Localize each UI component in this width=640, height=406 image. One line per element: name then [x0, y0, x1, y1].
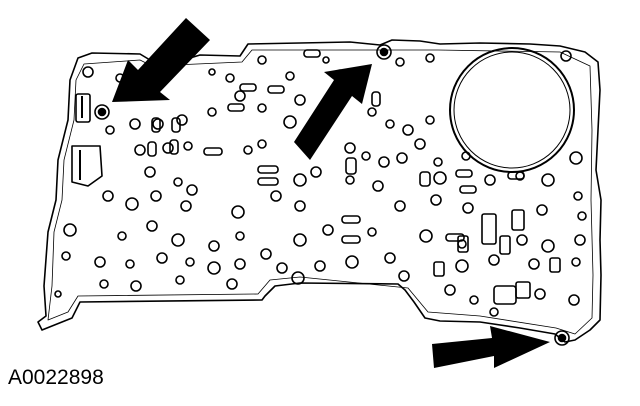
arrow-lower-right [432, 326, 550, 368]
left-slot-lower [71, 145, 103, 187]
figure-id-label: A0022898 [8, 366, 104, 389]
plate-holes [54, 50, 587, 317]
bolt-heads [94, 44, 570, 346]
arrow-upper-left [112, 18, 210, 102]
plate-outline [37, 39, 602, 343]
left-slot-upper [75, 93, 91, 123]
arrow-upper-center [294, 64, 372, 160]
plate-slots [147, 49, 561, 305]
callout-arrows [112, 18, 550, 368]
